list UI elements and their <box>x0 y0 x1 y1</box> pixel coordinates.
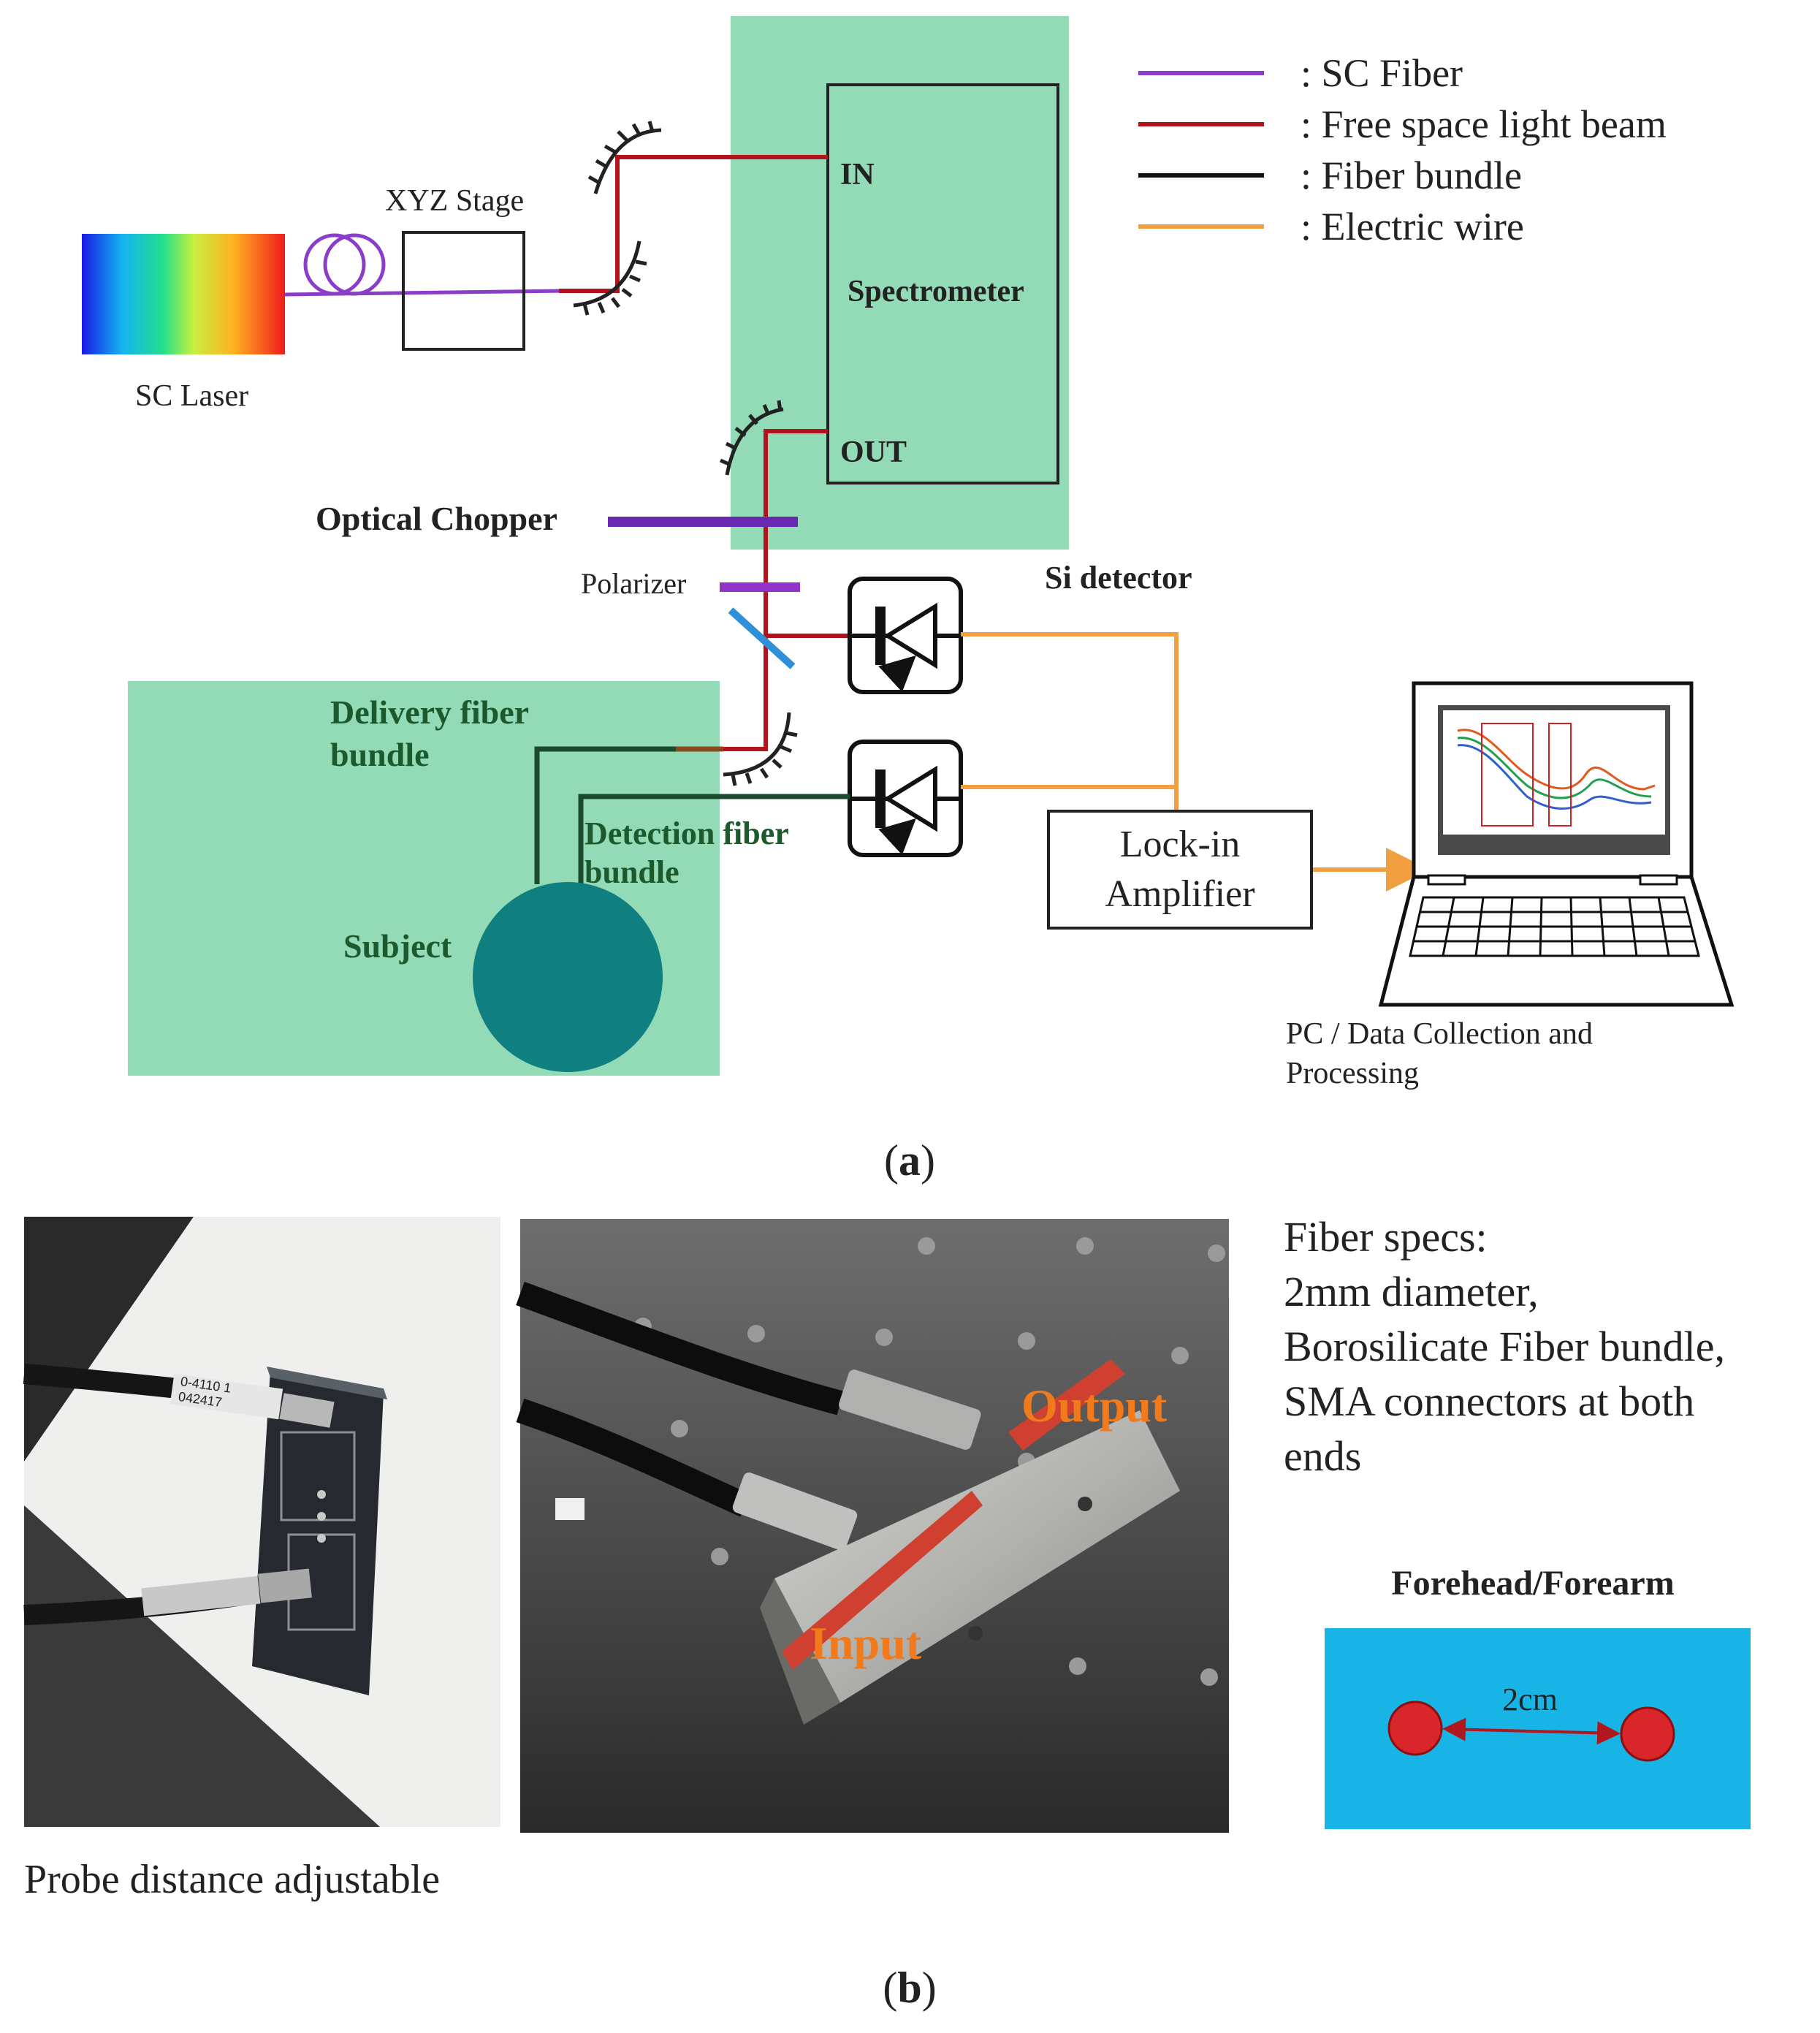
subject-circle <box>473 882 663 1072</box>
fiber-specs-line-5: ends <box>1284 1432 1361 1480</box>
forehead-title: Forehead/Forearm <box>1391 1564 1674 1603</box>
polarizer-label: Polarizer <box>581 567 686 600</box>
probe-dot-left <box>1387 1700 1443 1756</box>
spectrometer-label: Spectrometer <box>848 275 1024 308</box>
mirror-top <box>587 121 662 194</box>
si-detector-top <box>848 577 963 694</box>
probe-dot-right <box>1620 1706 1675 1762</box>
caption-a: (a) <box>884 1136 935 1185</box>
caption-a-letter: a <box>899 1136 921 1185</box>
lockin-label-line1: Lock-in <box>1120 824 1241 865</box>
electric-wires <box>961 632 1430 892</box>
polarizer <box>720 582 800 592</box>
caption-b-close: ) <box>922 1964 937 2012</box>
laptop-icon <box>1378 681 1735 1007</box>
pc-label-line1: PC / Data Collection and <box>1286 1017 1593 1051</box>
si-detector-bottom <box>848 740 963 857</box>
detection-fiber-label-1: Detection fiber <box>585 816 789 851</box>
spectrometer-box <box>826 83 1059 484</box>
legend-fiber-bundle-label: : Fiber bundle <box>1301 153 1522 197</box>
distance-label: 2cm <box>1502 1682 1558 1717</box>
fiber-specs-line-2: 2mm diameter, <box>1284 1268 1539 1315</box>
fiber-specs-line-4: SMA connectors at both <box>1284 1378 1694 1425</box>
spectrometer-out-label: OUT <box>840 436 907 469</box>
mirror-out <box>720 400 784 476</box>
caption-a-close: ) <box>921 1136 935 1185</box>
distance-arrow <box>1442 1717 1621 1745</box>
sc-laser-source <box>82 234 285 354</box>
input-label: Input <box>810 1617 922 1669</box>
delivery-fiber-label-2: bundle <box>330 736 430 773</box>
xyz-stage <box>402 231 525 351</box>
fiber-specs-line-3: Borosilicate Fiber bundle, <box>1284 1323 1725 1370</box>
subject-label: Subject <box>343 927 452 965</box>
delivery-fiber-label-1: Delivery fiber <box>330 694 529 731</box>
probe-caption: Probe distance adjustable <box>24 1857 440 1902</box>
optical-chopper <box>608 517 798 527</box>
pc-label-line2: Processing <box>1286 1057 1419 1090</box>
caption-a-open: ( <box>884 1136 899 1185</box>
legend: : SC Fiber : Free space light beam : Fib… <box>1138 51 1667 248</box>
legend-free-space-label: : Free space light beam <box>1301 102 1667 146</box>
probe-photo: 0-4110 1 042417 <box>23 1217 500 1827</box>
lockin-label-line2: Amplifier <box>1105 873 1254 915</box>
spectrometer-in-label: IN <box>840 158 875 191</box>
output-label: Output <box>1021 1380 1168 1432</box>
caption-b-letter: b <box>897 1964 921 2012</box>
sc-laser-label: SC Laser <box>135 379 248 413</box>
lockin-amplifier-box <box>1047 810 1313 930</box>
fiber-specs-line-1: Fiber specs: <box>1284 1213 1488 1261</box>
probe-table-photo <box>516 1219 1229 1833</box>
caption-b: (b) <box>883 1964 936 2012</box>
mirror-delivery <box>723 712 798 786</box>
sc-fiber <box>284 233 563 297</box>
mirror-lower <box>573 240 647 316</box>
detection-fiber-label-2: bundle <box>585 854 679 890</box>
legend-electric-wire-label: : Electric wire <box>1301 205 1524 248</box>
optical-chopper-label: Optical Chopper <box>316 500 557 537</box>
spectrometer-green-box <box>731 16 1069 550</box>
legend-sc-fiber-label: : SC Fiber <box>1301 51 1463 95</box>
fiber-specs: Fiber specs: 2mm diameter, Borosilicate … <box>1284 1213 1725 1480</box>
si-detector-label: Si detector <box>1045 560 1192 596</box>
caption-b-open: ( <box>883 1964 897 2012</box>
xyz-stage-label: XYZ Stage <box>385 184 524 218</box>
beam-splitter <box>728 607 796 669</box>
fiber-bundles <box>534 746 850 884</box>
